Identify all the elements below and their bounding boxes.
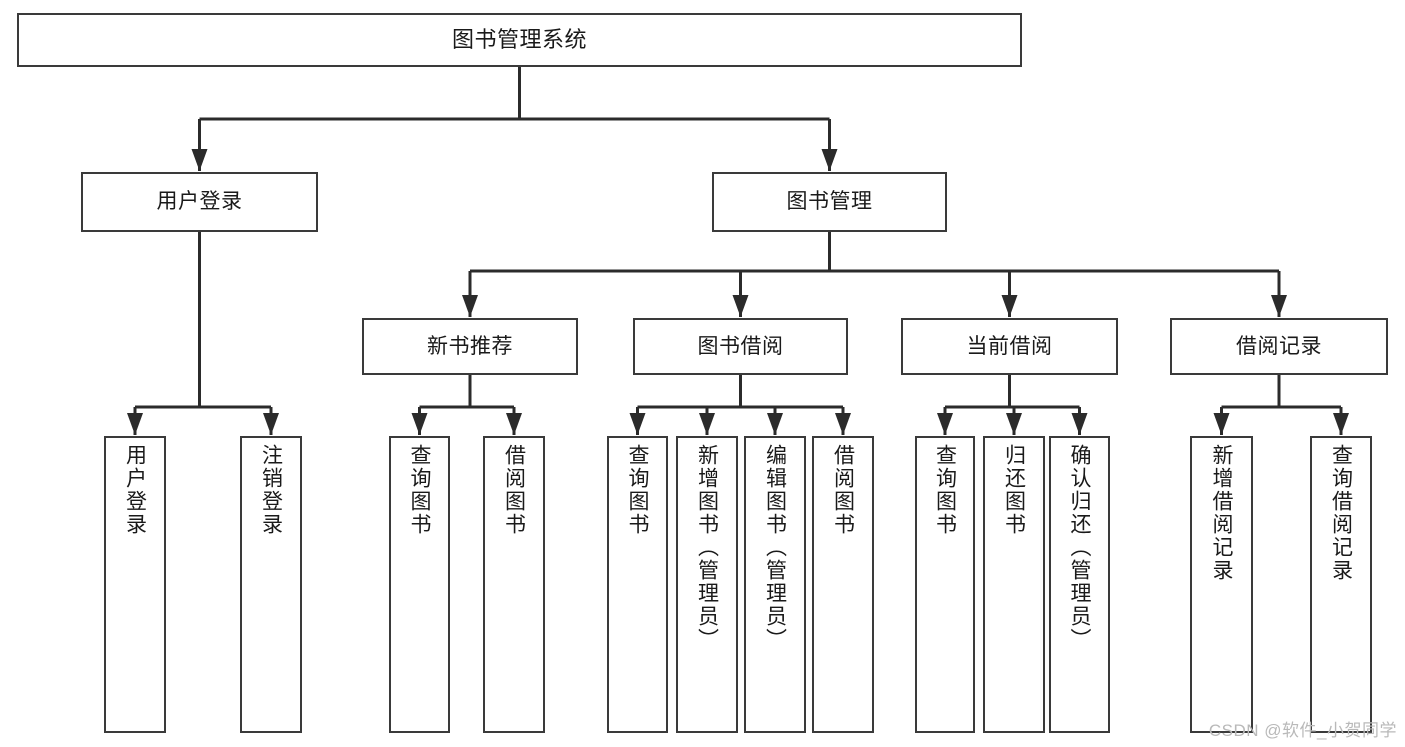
arrow-head-icon xyxy=(732,295,749,317)
arrow-head-icon xyxy=(767,413,783,435)
node-label: 新增图书（管理员） xyxy=(695,444,719,651)
arrow-head-icon xyxy=(1001,295,1018,317)
node-label: 借阅记录 xyxy=(1236,334,1322,358)
node-label: 查询图书 xyxy=(933,444,957,536)
node-label: 借阅图书 xyxy=(831,444,855,536)
node-label: 新增借阅记录 xyxy=(1210,444,1233,582)
node-label: 用户登录 xyxy=(156,190,243,214)
arrow-head-icon xyxy=(1071,413,1088,435)
node-l-editbook[interactable]: 编辑图书（管理员） xyxy=(744,436,806,733)
node-login[interactable]: 用户登录 xyxy=(81,172,318,232)
watermark: CSDN @软件_小贺同学 xyxy=(1208,721,1397,740)
node-label: 借阅图书 xyxy=(502,444,526,536)
arrow-head-icon xyxy=(629,413,646,435)
node-label: 编辑图书（管理员） xyxy=(763,444,787,651)
node-label: 图书管理系统 xyxy=(451,26,587,52)
arrow-head-icon xyxy=(821,149,838,171)
arrow-head-icon xyxy=(506,413,522,435)
node-bookmgmt[interactable]: 图书管理 xyxy=(712,172,947,232)
node-label: 图书管理 xyxy=(786,190,873,214)
node-l-addbook[interactable]: 新增图书（管理员） xyxy=(676,436,738,733)
node-l-addrec[interactable]: 新增借阅记录 xyxy=(1190,436,1253,733)
node-l-qbook2[interactable]: 查询图书 xyxy=(607,436,668,733)
arrow-head-icon xyxy=(462,295,478,317)
node-borrow[interactable]: 图书借阅 xyxy=(633,318,848,375)
node-label: 确认归还（管理员） xyxy=(1068,444,1091,651)
node-label: 新书推荐 xyxy=(427,334,513,358)
node-l-qbook1[interactable]: 查询图书 xyxy=(389,436,450,733)
arrow-head-icon xyxy=(411,413,428,435)
arrow-head-icon xyxy=(1213,413,1230,435)
arrow-head-icon xyxy=(1271,295,1287,317)
node-label: 查询借阅记录 xyxy=(1329,444,1353,582)
arrow-head-icon xyxy=(127,413,143,435)
node-l-bbook2[interactable]: 借阅图书 xyxy=(812,436,874,733)
node-l-return[interactable]: 归还图书 xyxy=(983,436,1045,733)
arrow-head-icon xyxy=(1006,413,1022,435)
node-label: 归还图书 xyxy=(1002,444,1026,536)
node-label: 用户登录 xyxy=(123,444,147,536)
arrow-head-icon xyxy=(263,413,279,435)
arrow-head-icon xyxy=(835,413,851,435)
arrow-head-icon xyxy=(699,413,715,435)
node-label: 查询图书 xyxy=(626,444,649,536)
node-records[interactable]: 借阅记录 xyxy=(1170,318,1388,375)
node-current[interactable]: 当前借阅 xyxy=(901,318,1118,375)
node-l-bbook1[interactable]: 借阅图书 xyxy=(483,436,545,733)
node-l-qrec[interactable]: 查询借阅记录 xyxy=(1310,436,1372,733)
node-l-confirm[interactable]: 确认归还（管理员） xyxy=(1049,436,1110,733)
arrow-head-icon xyxy=(191,149,208,171)
node-l-logout[interactable]: 注销登录 xyxy=(240,436,302,733)
node-label: 查询图书 xyxy=(408,444,431,536)
node-root[interactable]: 图书管理系统 xyxy=(17,13,1022,67)
node-label: 注销登录 xyxy=(259,444,283,536)
arrow-head-icon xyxy=(1333,413,1349,435)
node-l-qbook3[interactable]: 查询图书 xyxy=(915,436,975,733)
node-label: 当前借阅 xyxy=(966,334,1053,358)
node-l-login[interactable]: 用户登录 xyxy=(104,436,166,733)
arrow-head-icon xyxy=(937,413,953,435)
node-label: 图书借阅 xyxy=(697,334,784,358)
node-newbook[interactable]: 新书推荐 xyxy=(362,318,578,375)
